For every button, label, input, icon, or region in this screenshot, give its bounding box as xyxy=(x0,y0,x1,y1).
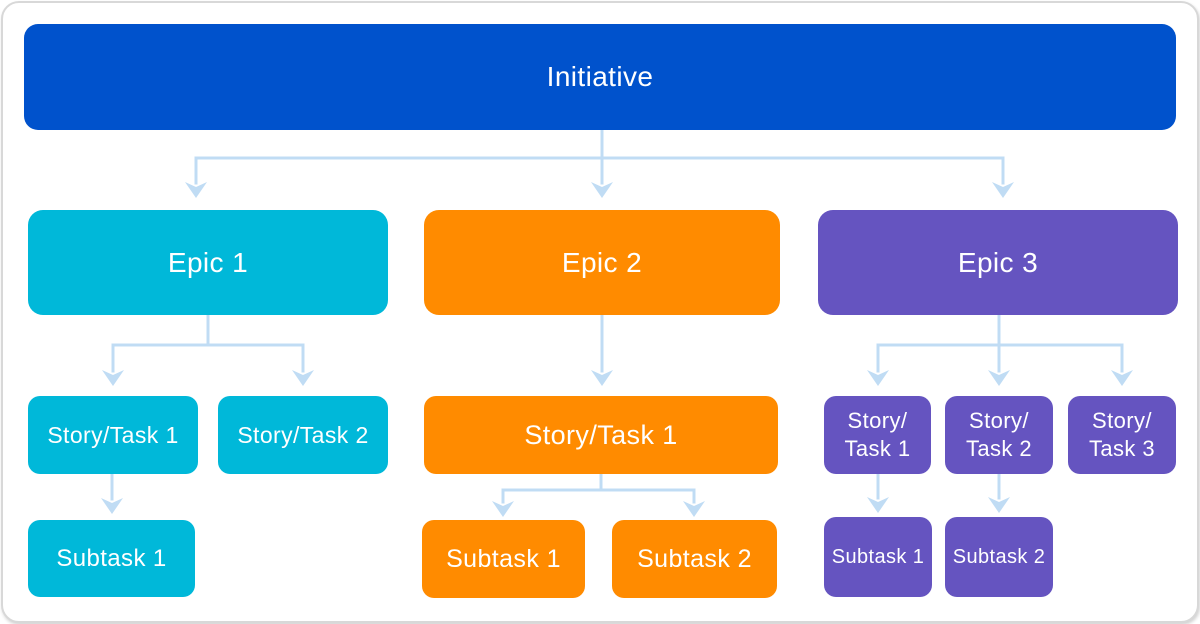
epic1-story-1-label: Story/Task 1 xyxy=(47,421,179,448)
epic-2-node: Epic 2 xyxy=(424,210,780,315)
initiative-label: Initiative xyxy=(546,61,654,92)
initiative-node: Initiative xyxy=(24,24,1176,130)
epic3-story-2-label: Story/ Task 2 xyxy=(966,407,1032,463)
label-line-1: Story/ xyxy=(847,408,908,433)
arrowhead-icon xyxy=(1111,370,1133,386)
epic3-story-3-node: Story/ Task 3 xyxy=(1068,396,1176,474)
arrowhead-icon xyxy=(867,497,889,513)
arrowhead-icon xyxy=(591,370,613,386)
arrowhead-icon xyxy=(185,182,207,198)
arrowhead-icon xyxy=(683,501,705,517)
arrowhead-icon xyxy=(292,370,314,386)
arrowhead-icon xyxy=(102,370,124,386)
epic2-subtask-2-label: Subtask 2 xyxy=(637,544,752,573)
epic-3-node: Epic 3 xyxy=(818,210,1178,315)
epic1-story-1-node: Story/Task 1 xyxy=(28,396,198,474)
label-line-2: Task 2 xyxy=(966,436,1032,461)
epic1-story-2-node: Story/Task 2 xyxy=(218,396,388,474)
arrowhead-icon xyxy=(992,182,1014,198)
epic3-story-1-node: Story/ Task 1 xyxy=(824,396,931,474)
epic2-story-1-node: Story/Task 1 xyxy=(424,396,778,474)
label-line-1: Story/ xyxy=(969,408,1029,433)
arrowhead-icon xyxy=(591,182,613,198)
epic-1-node: Epic 1 xyxy=(28,210,388,315)
epic2-story-1-label: Story/Task 1 xyxy=(524,419,678,450)
connector-epic1-to-stories xyxy=(102,313,314,386)
epic1-subtask-1-node: Subtask 1 xyxy=(28,520,195,597)
epic3-subtask-2-node: Subtask 2 xyxy=(945,517,1053,597)
epic3-subtask-1-node: Subtask 1 xyxy=(824,517,932,597)
epic-2-label: Epic 2 xyxy=(561,246,643,278)
connector-epic3-to-stories xyxy=(867,313,1133,386)
label-line-2: Task 1 xyxy=(844,436,911,461)
epic3-story-1-label: Story/ Task 1 xyxy=(845,407,911,463)
label-line-1: Story/ xyxy=(1092,408,1152,433)
connector-epic1-story1-to-subtask xyxy=(101,472,123,514)
epic3-story-2-node: Story/ Task 2 xyxy=(945,396,1053,474)
epic1-subtask-1-label: Subtask 1 xyxy=(56,544,167,572)
epic2-subtask-1-label: Subtask 1 xyxy=(446,544,561,573)
label-line-2: Task 3 xyxy=(1089,436,1155,461)
epic-1-label: Epic 1 xyxy=(167,246,249,278)
connector-epic2-to-story xyxy=(591,313,613,386)
epic3-story-3-label: Story/ Task 3 xyxy=(1089,407,1155,463)
connector-epic2-story-to-subtasks xyxy=(492,472,705,517)
epic1-story-2-label: Story/Task 2 xyxy=(237,421,369,448)
arrowhead-icon xyxy=(988,497,1010,513)
arrowhead-icon xyxy=(101,498,123,514)
arrowhead-icon xyxy=(867,370,889,386)
arrowhead-icon xyxy=(988,370,1010,386)
epic-3-label: Epic 3 xyxy=(957,246,1039,278)
connector-initiative-to-epics xyxy=(185,128,1014,198)
epic3-subtask-1-label: Subtask 1 xyxy=(831,545,925,568)
arrowhead-icon xyxy=(492,501,514,517)
connector-epic3-stories-to-subtasks xyxy=(867,472,1010,513)
epic2-subtask-1-node: Subtask 1 xyxy=(422,520,585,598)
epic3-subtask-2-label: Subtask 2 xyxy=(952,545,1046,568)
epic2-subtask-2-node: Subtask 2 xyxy=(612,520,777,598)
